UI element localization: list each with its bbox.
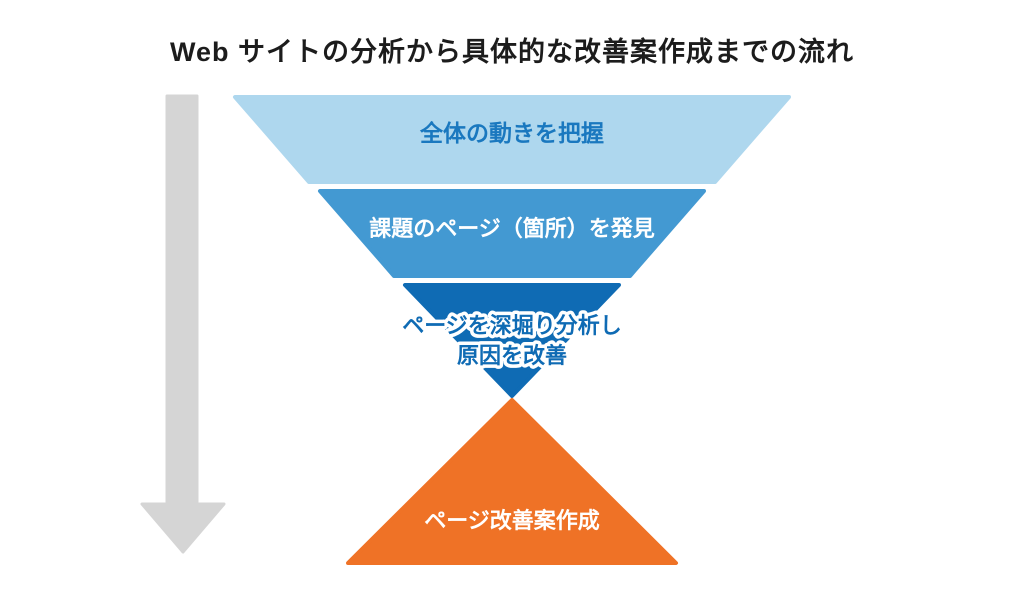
diagram-title: Web サイトの分析から具体的な改善案作成までの流れ xyxy=(169,37,854,67)
funnel-step-3-label-line2: 原因を改善 xyxy=(457,343,567,368)
down-arrow-icon xyxy=(140,94,226,554)
funnel-step-2-label: 課題のページ（箇所）を発見 xyxy=(369,216,655,241)
funnel-step-3-shape xyxy=(403,283,621,398)
funnel-step-1-shape xyxy=(233,95,791,184)
funnel-step-3-label-line1: ページを深堀り分析し xyxy=(402,313,622,338)
funnel-step-2-shape xyxy=(318,189,706,278)
result-label: ページ改善案作成 xyxy=(424,508,600,533)
funnel-step-1-label: 全体の動きを把握 xyxy=(419,120,604,146)
result-triangle-shape xyxy=(346,398,678,565)
